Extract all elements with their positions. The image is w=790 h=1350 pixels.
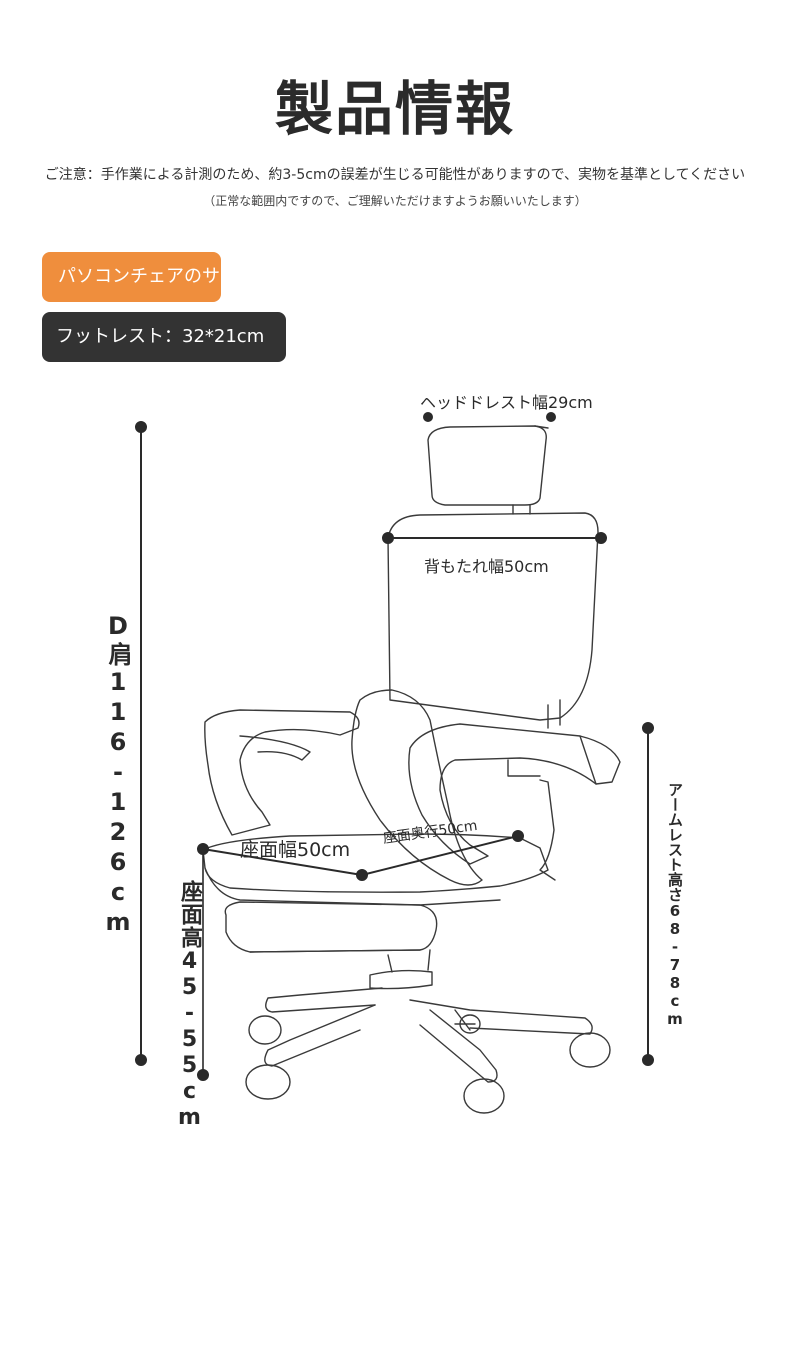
chair-outline: [202, 425, 621, 1114]
total-height-label: D肩116-126cm: [104, 612, 132, 938]
armrest-height-label: アームレスト高さ68-78cm: [666, 782, 684, 1028]
size-heading-badge: パソコンチェアのサイズ: [42, 252, 255, 302]
height-bottom-marker: [135, 1054, 147, 1066]
footrest-size-badge: フットレスト：32*21cm: [42, 312, 286, 362]
measurement-note-sub: （正常な範囲内ですので、ご理解いただけますようお願いいたします）: [203, 194, 587, 208]
headrest-width-label: ヘッドドレスト幅29cm: [420, 393, 593, 412]
height-top-marker: [135, 421, 147, 433]
page-title: 製品情報: [274, 75, 515, 143]
seat-width-label: 座面幅50cm: [240, 839, 351, 861]
backrest-width-label: 背もたれ幅50cm: [424, 557, 549, 576]
measurement-lines: [135, 412, 654, 1081]
seat-height-label: 座面高45-55cm: [177, 880, 202, 1131]
measurement-note: ご注意：手作業による計測のため、約3-5cmの誤差が生じる可能性がありますので、…: [44, 167, 746, 183]
